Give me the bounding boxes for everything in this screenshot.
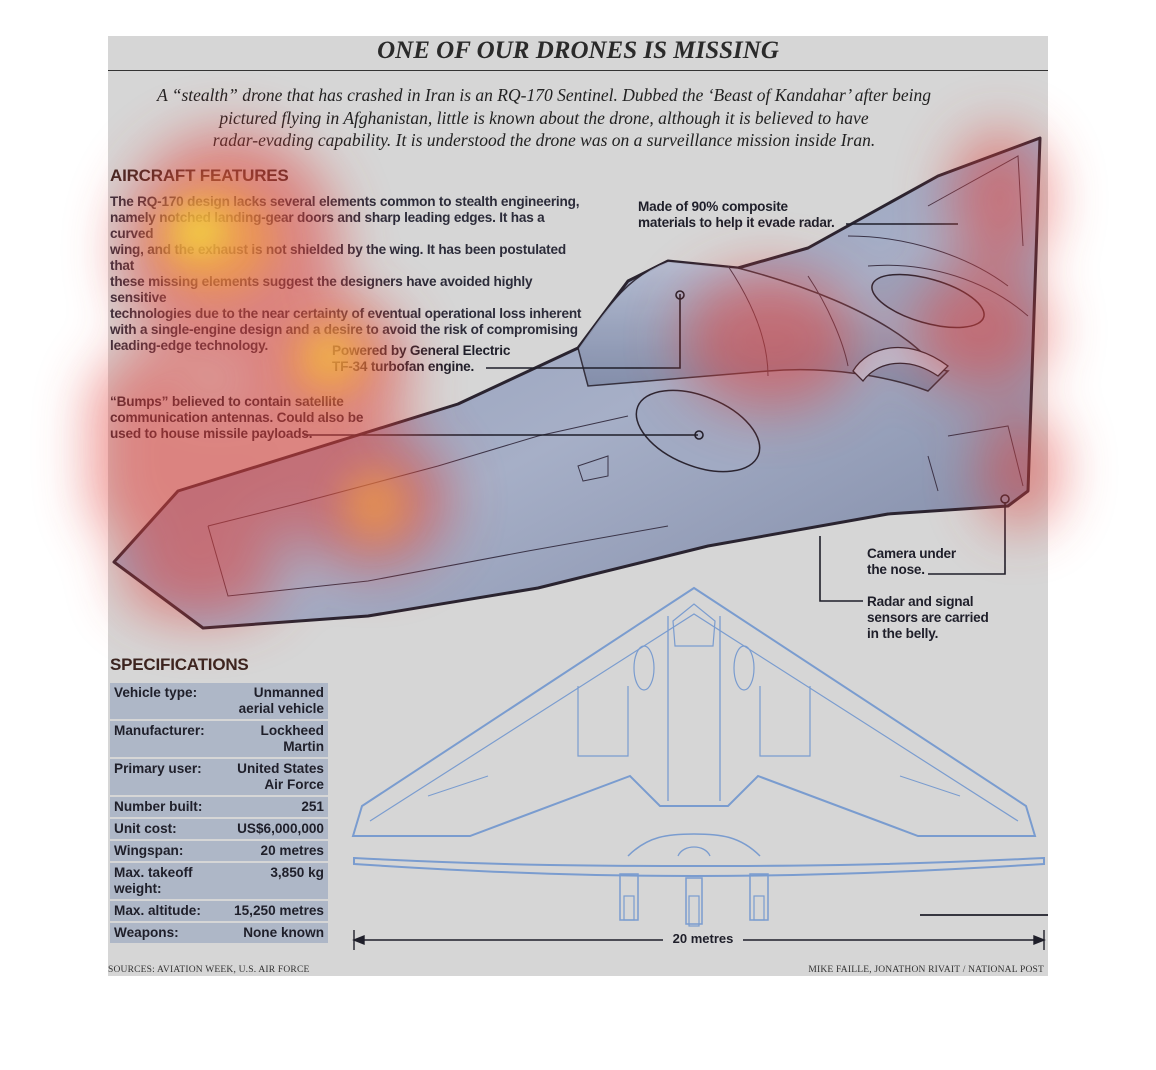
features-line: technologies due to the near certainty o…: [110, 306, 582, 321]
spec-value: Lockheed Martin: [224, 721, 328, 757]
callout-composite: Made of 90% composite materials to help …: [638, 199, 835, 231]
specs-heading: SPECIFICATIONS: [110, 655, 249, 674]
callout-bumps: “Bumps” believed to contain satellite co…: [110, 394, 363, 442]
drone-front-view: [353, 833, 1045, 927]
spec-row: Unit cost: US$6,000,000: [110, 819, 328, 839]
page-title: ONE OF OUR DRONES IS MISSING: [377, 37, 779, 64]
callout-line: TF-34 turbofan engine.: [332, 359, 475, 374]
intro-line: A “stealth” drone that has crashed in Ir…: [157, 85, 931, 105]
spec-row: Wingspan: 20 metres: [110, 841, 328, 861]
spec-value-line: Unmanned: [253, 685, 324, 700]
spec-value: 20 metres: [224, 841, 328, 861]
infographic-panel: ONE OF OUR DRONES IS MISSING A “stealth”…: [108, 36, 1048, 976]
spec-label: Manufacturer:: [110, 721, 225, 757]
callout-line: Powered by General Electric: [332, 343, 511, 358]
features-line: wing, and the exhaust is not shielded by…: [110, 242, 566, 273]
spec-row: Max. takeoff weight: 3,850 kg: [110, 863, 328, 899]
spec-label: Max. takeoff weight:: [110, 863, 225, 899]
callout-engine: Powered by General Electric TF-34 turbof…: [332, 343, 510, 375]
spec-label: Weapons:: [110, 923, 225, 943]
features-heading: AIRCRAFT FEATURES: [110, 166, 289, 185]
sources-text: SOURCES: AVIATION WEEK, U.S. AIR FORCE: [108, 965, 310, 975]
callout-line: communication antennas. Could also be: [110, 410, 364, 425]
spec-value-line: 3,850 kg: [270, 865, 324, 880]
features-text: The RQ-170 design lacks several elements…: [110, 194, 590, 354]
spec-value: None known: [224, 923, 328, 943]
spec-value: 15,250 metres: [224, 901, 328, 921]
spec-label: Wingspan:: [110, 841, 225, 861]
spec-value-line: United States: [237, 761, 324, 776]
intro-line: radar-evading capability. It is understo…: [212, 130, 876, 150]
spec-row: Manufacturer: Lockheed Martin: [110, 721, 328, 757]
credit-text: MIKE FAILLE, JONATHON RIVAIT / NATIONAL …: [808, 965, 1044, 975]
spec-row: Max. altitude: 15,250 metres: [110, 901, 328, 921]
callout-line: used to house missile payloads.: [110, 426, 313, 441]
features-line: namely notched landing-gear doors and sh…: [110, 210, 545, 241]
callout-radar: Radar and signal sensors are carried in …: [867, 594, 989, 642]
callout-line: sensors are carried: [867, 610, 989, 625]
features-line: with a single-engine design and a desire…: [110, 322, 578, 337]
spec-value-line: None known: [243, 925, 324, 940]
intro-text: A “stealth” drone that has crashed in Ir…: [108, 84, 980, 152]
callout-line: Radar and signal: [867, 594, 974, 609]
intro-line: pictured flying in Afghanistan, little i…: [219, 107, 869, 128]
drone-top-view: [351, 586, 1037, 837]
spec-value-line: US$6,000,000: [237, 821, 324, 836]
spec-value-line: 15,250 metres: [234, 903, 324, 918]
callout-line: Made of 90% composite: [638, 199, 788, 214]
spec-label: Max. altitude:: [110, 901, 225, 921]
features-line: The RQ-170 design lacks several elements…: [110, 194, 580, 209]
spec-row: Number built: 251: [110, 797, 328, 817]
spec-value: 251: [224, 797, 328, 817]
spec-value: 3,850 kg: [224, 863, 328, 899]
spec-label: Vehicle type:: [110, 683, 225, 719]
spec-value-line: Air Force: [264, 777, 324, 792]
spec-label: Number built:: [110, 797, 225, 817]
spec-value-line: 251: [301, 799, 324, 814]
callout-line: the nose.: [867, 562, 925, 577]
features-line: these missing elements suggest the desig…: [110, 274, 533, 305]
callout-line: in the belly.: [867, 626, 939, 641]
spec-label: Primary user:: [110, 759, 225, 795]
callout-line: materials to help it evade radar.: [638, 215, 835, 230]
title-divider: [108, 70, 1048, 71]
spec-label: Unit cost:: [110, 819, 225, 839]
spec-row: Weapons: None known: [110, 923, 328, 943]
spec-value-line: 20 metres: [260, 843, 324, 858]
callout-camera: Camera under the nose.: [867, 546, 956, 578]
spec-value-line: aerial vehicle: [238, 701, 324, 716]
spec-value-line: Lockheed Martin: [260, 723, 324, 754]
callout-line: Camera under: [867, 546, 957, 561]
callout-line: “Bumps” believed to contain satellite: [110, 394, 344, 409]
spec-value: US$6,000,000: [224, 819, 328, 839]
wingspan-dimension-label: 20 metres: [663, 931, 743, 946]
